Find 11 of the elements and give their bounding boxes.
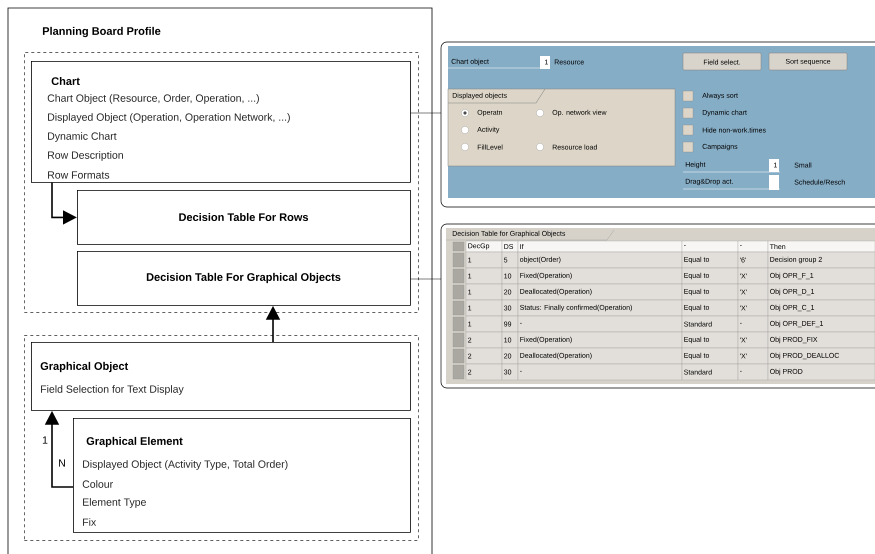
multiplicity-label: 1 <box>42 436 48 444</box>
settings-screenshot <box>440 42 875 208</box>
table-box: Decision Table For Rows <box>77 190 411 245</box>
connector-line <box>410 112 442 114</box>
chart-box: Chart Chart Object (Resource, Order, Operation, ...) Displayed Object (Operation, Operation Network, ...) Dynamic Chart Row Description Row Formats <box>31 61 411 183</box>
object-box: Graphical Object Field Selection for Text Display <box>31 342 411 411</box>
table-box: Decision Table For Graphical Objects <box>77 251 411 306</box>
element-box: Graphical Element Displayed Object (Activity Type, Total Order) Colour Element Type Fix <box>73 418 411 533</box>
multiplicity-label: N <box>59 459 65 467</box>
table-screenshot <box>440 224 875 388</box>
connector-line <box>410 278 442 280</box>
